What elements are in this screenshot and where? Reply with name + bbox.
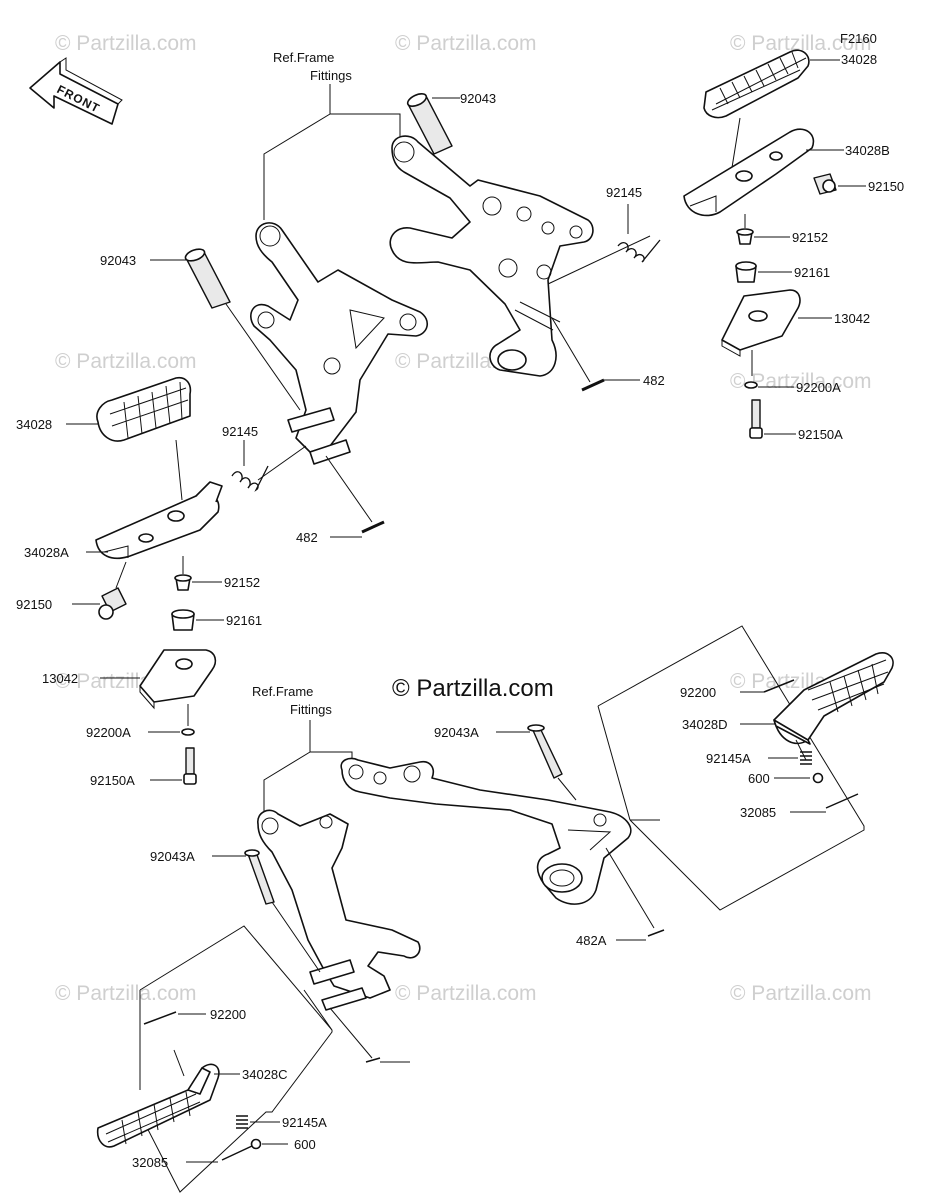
diagram-code: F2160: [840, 31, 877, 46]
callout-92043A-left: 92043A: [150, 849, 195, 864]
grommet-92161-tr: [735, 261, 757, 283]
copyright-text: © Partzilla.com: [392, 675, 554, 702]
ref-frame-label-lower-1: Ref.Frame: [252, 684, 313, 699]
callout-34028D: 34028D: [682, 717, 728, 732]
spring-92145A-right: [800, 751, 812, 765]
callout-92150A-left: 92150A: [90, 773, 135, 788]
callout-92145A-right: 92145A: [706, 751, 751, 766]
footpeg-34028D: [773, 652, 894, 745]
plate-32085-left: [221, 1145, 253, 1161]
group-box-right: [597, 625, 865, 911]
callout-92200A-left: 92200A: [86, 725, 131, 740]
ref-frame-label-upper-2: Fittings: [310, 68, 352, 83]
spring-92145A-left: [236, 1115, 248, 1129]
callout-92152-tr: 92152: [792, 230, 828, 245]
plate-13042-left: [139, 649, 217, 710]
watermark: © Partzilla.com: [55, 32, 197, 55]
callout-600-left: 600: [294, 1137, 316, 1152]
ref-frame-label-upper-1: Ref.Frame: [273, 50, 334, 65]
group-box-left: [139, 925, 333, 1193]
bracket-upper-right: [389, 135, 594, 377]
collar-92152-left: [174, 574, 192, 591]
watermark: © Partzilla.com: [730, 982, 872, 1005]
callout-13042-tr: 13042: [834, 311, 870, 326]
callout-34028B: 34028B: [845, 143, 890, 158]
callout-34028C: 34028C: [242, 1067, 288, 1082]
callout-92200-left: 92200: [210, 1007, 246, 1022]
callout-92145-left: 92145: [222, 424, 258, 439]
callout-34028A: 34028A: [24, 545, 69, 560]
bracket-lower-left: [257, 809, 421, 1011]
spring-92145-left: [231, 465, 269, 492]
callout-482-top: 482: [643, 373, 665, 388]
washer-92200A-left: [181, 728, 195, 736]
callout-92043A-mid: 92043A: [434, 725, 479, 740]
watermark: © Partzilla.com: [395, 982, 537, 1005]
washer-92200A-tr: [744, 381, 758, 389]
callout-92043-left: 92043: [100, 253, 136, 268]
bolt-92150A-left: [183, 747, 197, 785]
footpeg-rubber-34028-tr: [703, 49, 810, 119]
callout-92200A-tr: 92200A: [796, 380, 841, 395]
callout-92161-left: 92161: [226, 613, 262, 628]
callout-32085-left: 32085: [132, 1155, 168, 1170]
watermark: © Partzilla.com: [395, 32, 537, 55]
front-arrow-icon: FRONT: [29, 57, 123, 125]
callout-92152-left: 92152: [224, 575, 260, 590]
collar-92152-tr: [736, 228, 754, 245]
watermark: © Partzilla.com: [55, 982, 197, 1005]
footpeg-34028B: [683, 128, 815, 217]
callout-92150-left: 92150: [16, 597, 52, 612]
pin-92043A-mid: [527, 724, 563, 779]
pin-92043-left: [184, 248, 231, 309]
footpeg-rubber-34028-left: [96, 376, 192, 442]
ball-600-right: [812, 772, 824, 784]
pin-92200-right: [763, 679, 795, 693]
callout-92200-right: 92200: [680, 685, 716, 700]
bolt-92150A-tr: [749, 399, 763, 439]
callout-34028-left: 34028: [16, 417, 52, 432]
pin-92043A-left: [244, 849, 275, 905]
callout-92150A-tr: 92150A: [798, 427, 843, 442]
clip-482-top: [581, 378, 605, 392]
clip-482A-right: [647, 929, 665, 937]
bolt-92150-left: [98, 587, 127, 620]
callout-92150-tr: 92150: [868, 179, 904, 194]
callout-13042-left: 13042: [42, 671, 78, 686]
footpeg-34028C: [96, 1063, 220, 1148]
callout-482A-right: 482A: [576, 933, 607, 948]
pin-92200-left: [143, 1011, 177, 1025]
clip-482-left: [361, 520, 385, 534]
clip-482A-left: [365, 1057, 381, 1063]
watermark: © Partzilla.com: [730, 32, 872, 55]
callout-32085-right: 32085: [740, 805, 776, 820]
footpeg-34028A: [95, 481, 223, 560]
ball-600-left: [250, 1138, 262, 1150]
callout-482-left: 482: [296, 530, 318, 545]
callout-92161-tr: 92161: [794, 265, 830, 280]
spring-92145-top: [617, 239, 661, 263]
pin-92043-top: [406, 93, 453, 155]
bracket-upper-left: [250, 222, 428, 465]
callout-600-right: 600: [748, 771, 770, 786]
callout-92043-top: 92043: [460, 91, 496, 106]
plate-13042-tr: [721, 289, 801, 357]
callout-34028-tr: 34028: [841, 52, 877, 67]
watermark: © Partzilla.com: [55, 350, 197, 373]
ref-bracket-upper: [263, 84, 401, 220]
plate-32085-right: [825, 793, 859, 809]
callout-92145A-left: 92145A: [282, 1115, 327, 1130]
grommet-92161-left: [171, 609, 195, 631]
bracket-lower-right: [340, 757, 632, 905]
bolt-92150-tr: [813, 173, 837, 195]
callout-92145-top: 92145: [606, 185, 642, 200]
ref-frame-label-lower-2: Fittings: [290, 702, 332, 717]
ref-bracket-lower: [263, 720, 353, 814]
